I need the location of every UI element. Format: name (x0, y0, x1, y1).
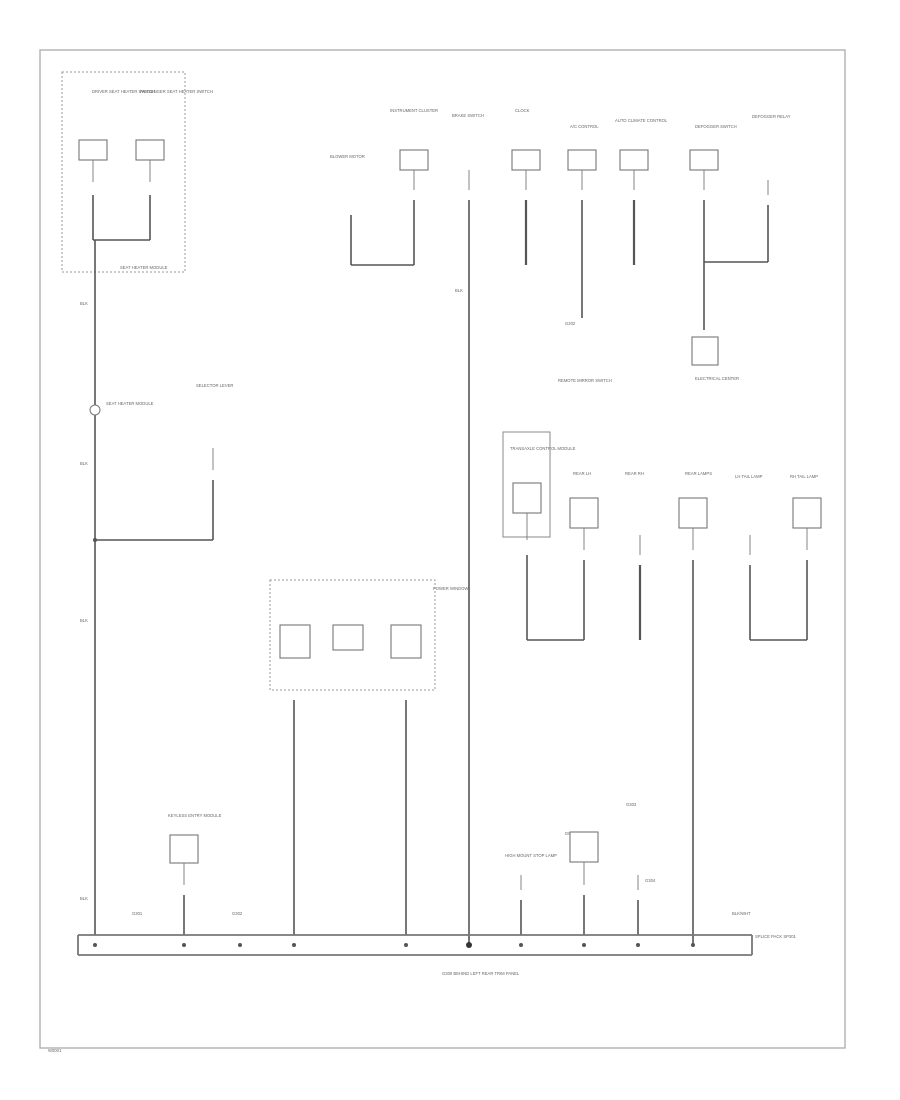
rear-lamps-label: REAR LAMPS (685, 471, 712, 476)
driver-seat-heater-label: DRIVER SEAT HEATER SWITCH (92, 89, 155, 94)
trans-control-module (512, 482, 542, 514)
selector-label: SELECTOR LEVER (196, 383, 233, 388)
wire-label-2: BLK (80, 461, 88, 466)
defogger-relay-label: DEFOGGER RELAY (752, 114, 791, 119)
instrument-label: INSTRUMENT CLUSTER (390, 108, 438, 113)
seat-heater-module-label-2: SEAT HEATER MODULE (106, 401, 154, 406)
power-window-label: POWER WINDOW (433, 586, 468, 591)
seat-heater-group: DRIVER SEAT HEATER SWITCH PASSENGER SEAT… (61, 71, 213, 273)
power-window-group: POWER WINDOW (269, 579, 468, 935)
g304-label: G304 (645, 878, 656, 883)
pass-seat-heater-label: PASSENGER SEAT HEATER SWITCH (140, 89, 213, 94)
auto-climate-label: AUTO CLIMATE CONTROL (615, 118, 668, 123)
g302-label: G302 (232, 911, 243, 916)
wire-label-5: BLK (455, 288, 463, 293)
wire-label-6: BLK/WHT (732, 911, 751, 916)
ground-main-label: G300 BEHIND LEFT REAR TRIM PANEL (442, 971, 520, 976)
brake-switch-label: BRAKE SWITCH (452, 113, 484, 118)
instrument-cluster (399, 149, 429, 171)
keyless-entry-module (169, 834, 199, 864)
clock (511, 149, 541, 171)
rear-lamps-group: TRANSAXLE CONTROL MODULE REAR LH REAR RH… (502, 431, 822, 945)
rh-tail-label: RH TAIL LAMP (790, 474, 818, 479)
g202-label: G202 (565, 321, 576, 326)
rear-lh-lamp (569, 497, 599, 529)
ground-right-label: SPLICE PACK SP301 (755, 934, 797, 939)
defogger-switch (689, 149, 719, 171)
figure-id: W0001 (48, 1048, 62, 1053)
g303-label: G303 (626, 802, 637, 807)
mirror-sw-label: REMOTE MIRROR SWITCH (558, 378, 612, 383)
seat-heater-module-label: SEAT HEATER MODULE (120, 265, 168, 270)
diagram-border (39, 49, 846, 1049)
wire-label-1: BLK (80, 301, 88, 306)
ground-bus: G300 BEHIND LEFT REAR TRIM PANEL SPLICE … (77, 934, 797, 976)
rear-rh-label: REAR RH (625, 471, 644, 476)
rear-lh-label: REAR LH (573, 471, 591, 476)
keyless-label: KEYLESS ENTRY MODULE (168, 813, 222, 818)
power-window-right (390, 624, 422, 659)
auto-climate-control (619, 149, 649, 171)
top-middle-group: BLOWER MOTOR INSTRUMENT CLUSTER BRAKE SW… (330, 108, 791, 945)
rear-lamps-box (678, 497, 708, 529)
trans-control-label: TRANSAXLE CONTROL MODULE (510, 446, 576, 451)
g301-label: G301 (132, 911, 143, 916)
wire-label-3: BLK (80, 618, 88, 623)
defogger-switch-label: DEFOGGER SWITCH (695, 124, 737, 129)
lh-tail-label: LH TAIL LAMP (735, 474, 763, 479)
ac-control-label: A/C CONTROL (570, 124, 599, 129)
selector-lever-group: SELECTOR LEVER (93, 383, 233, 542)
ground-box-g202 (691, 336, 719, 366)
blower-label: BLOWER MOTOR (330, 154, 365, 159)
ac-control (567, 149, 597, 171)
dome-lamp (569, 831, 599, 863)
elec-box-label: ELECTRICAL CENTER (695, 376, 739, 381)
wire-label-4: BLK (80, 896, 88, 901)
power-window-mid (332, 624, 364, 651)
rh-tail-lamp (792, 497, 822, 529)
driver-seat-heater-switch (78, 139, 108, 161)
left-main-wire: SEAT HEATER MODULE BLK BLK BLK BLK (80, 240, 154, 935)
power-window-left (279, 624, 311, 659)
clock-label: CLOCK (515, 108, 530, 113)
hi-mount-label: HIGH MOUNT STOP LAMP (505, 853, 557, 858)
pass-seat-heater-switch (135, 139, 165, 161)
bottom-components: KEYLESS ENTRY MODULE G301 G302 HIGH MOUN… (132, 802, 751, 935)
